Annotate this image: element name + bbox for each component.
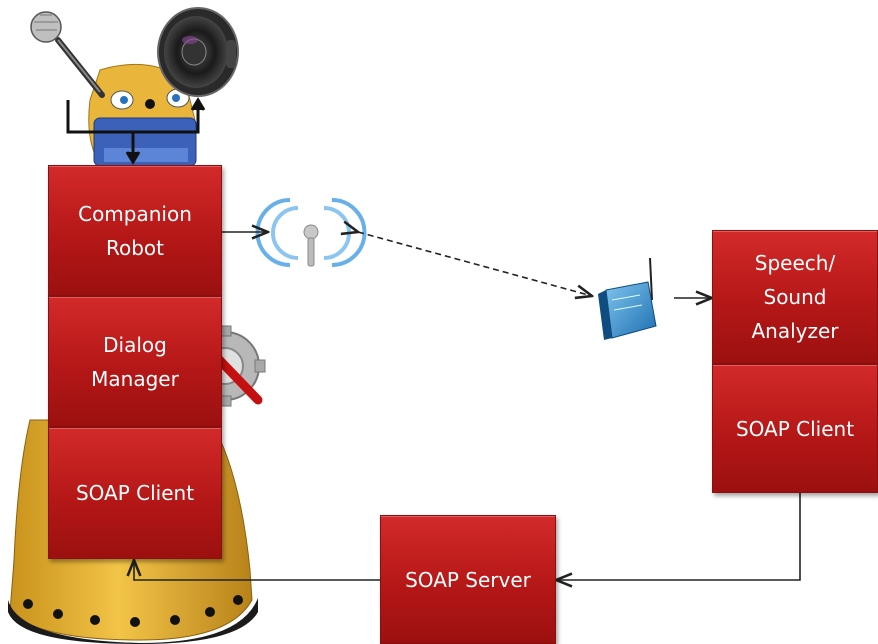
analyzer-soap-client-box: SOAP Client <box>712 364 878 493</box>
speech-analyzer-box: Speech/ Sound Analyzer <box>712 230 878 364</box>
wireless-link-dashed <box>358 232 592 296</box>
robot-soap-client-box: SOAP Client <box>48 427 222 559</box>
dialog-manager-label: Dialog Manager <box>91 332 179 391</box>
robot-soap-client-label: SOAP Client <box>75 481 195 505</box>
speaker-icon <box>157 7 239 97</box>
speech-analyzer-label: Speech/ Sound Analyzer <box>751 251 839 343</box>
wifi-router-icon <box>598 257 657 340</box>
head-connector-lines <box>66 97 206 165</box>
companion-robot-label: Companion Robot <box>78 201 192 260</box>
dialog-manager-box: Dialog Manager <box>48 296 222 427</box>
microphone-icon <box>30 11 105 98</box>
server-to-robot-arrow <box>134 560 380 581</box>
soap-server-label: SOAP Server <box>405 567 531 592</box>
companion-robot-box: Companion Robot <box>48 165 222 296</box>
analyzer-to-server-arrow <box>556 493 801 580</box>
analyzer-soap-client-label: SOAP Client <box>735 416 855 441</box>
wireless-antenna-icon <box>255 198 367 267</box>
soap-server-box: SOAP Server <box>380 515 556 644</box>
